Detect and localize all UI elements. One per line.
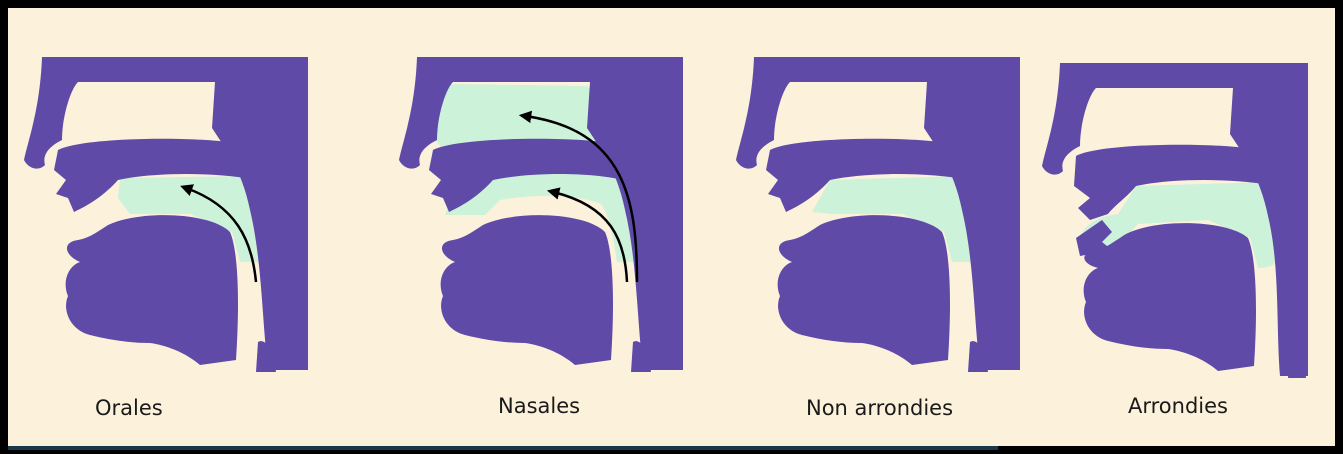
label-arrondies: Arrondies bbox=[1128, 394, 1228, 418]
label-non-arrondies: Non arrondies bbox=[806, 396, 953, 420]
bottom-strip bbox=[8, 446, 998, 450]
label-nasales: Nasales bbox=[498, 394, 580, 418]
label-orales: Orales bbox=[95, 396, 163, 420]
